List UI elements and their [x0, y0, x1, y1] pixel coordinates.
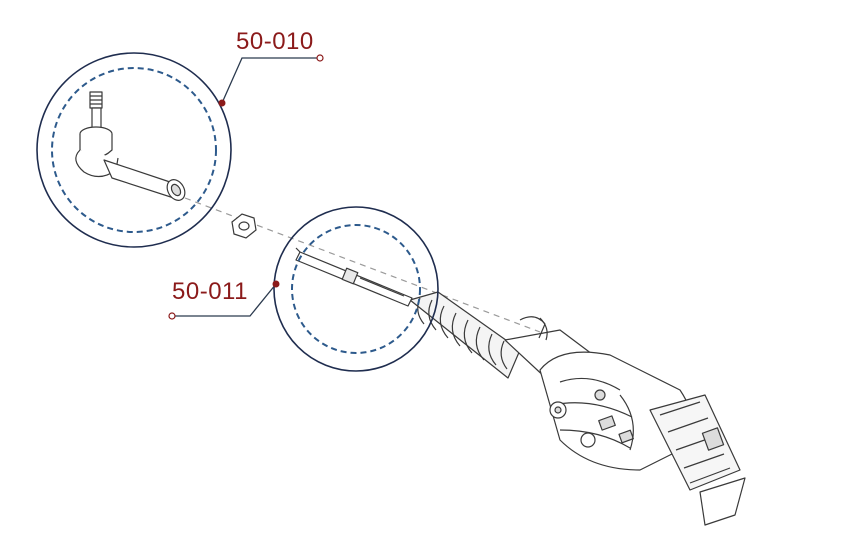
detail-circle-tie-rod-end: [36, 52, 232, 248]
callout-label-inner-tie-rod: 50-011: [172, 278, 248, 305]
lock-nut-part: [231, 213, 257, 239]
leader-line-50-010: [218, 54, 324, 107]
leader-line-50-011: [168, 280, 280, 320]
tie-rod-end-part: [75, 91, 186, 201]
inner-tie-rod-part: [295, 247, 413, 307]
alignment-axis: [184, 197, 541, 333]
steering-rack-assembly: [184, 197, 746, 526]
rack-bellows-boot: [409, 291, 521, 379]
detail-circle-inner-tie-rod: [273, 206, 439, 372]
electric-motor: [649, 394, 746, 526]
motor-gear-housing: [539, 351, 694, 471]
callout-label-tie-rod-end: 50-010: [236, 28, 314, 55]
